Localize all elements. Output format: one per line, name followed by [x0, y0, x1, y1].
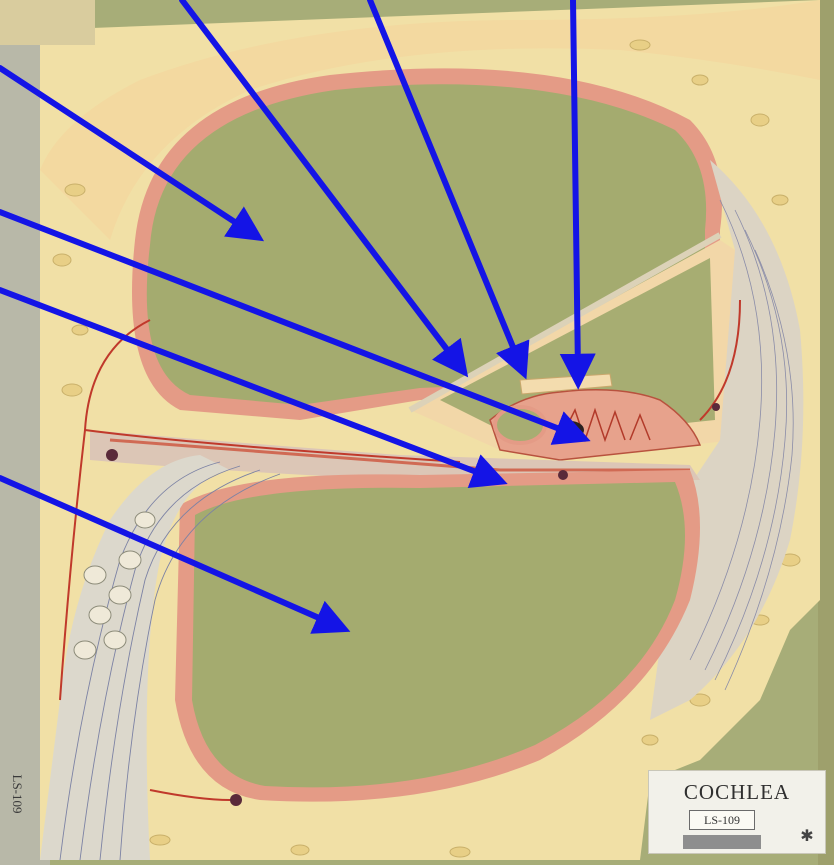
plate-fine-print: [683, 835, 761, 849]
side-code: LS-109: [9, 769, 25, 819]
plate-title: COCHLEA: [649, 780, 825, 805]
manufacturer-logo-icon: ✱: [797, 827, 817, 847]
right-board-edge: [818, 0, 834, 865]
label-plate: COCHLEA LS-109 ✱: [648, 770, 826, 854]
plate-code: LS-109: [689, 810, 755, 830]
vessel-node: [558, 470, 568, 480]
vessel-node: [230, 794, 242, 806]
foil-tag: [0, 0, 95, 45]
vessel-node: [712, 403, 720, 411]
vessel-node: [106, 449, 118, 461]
